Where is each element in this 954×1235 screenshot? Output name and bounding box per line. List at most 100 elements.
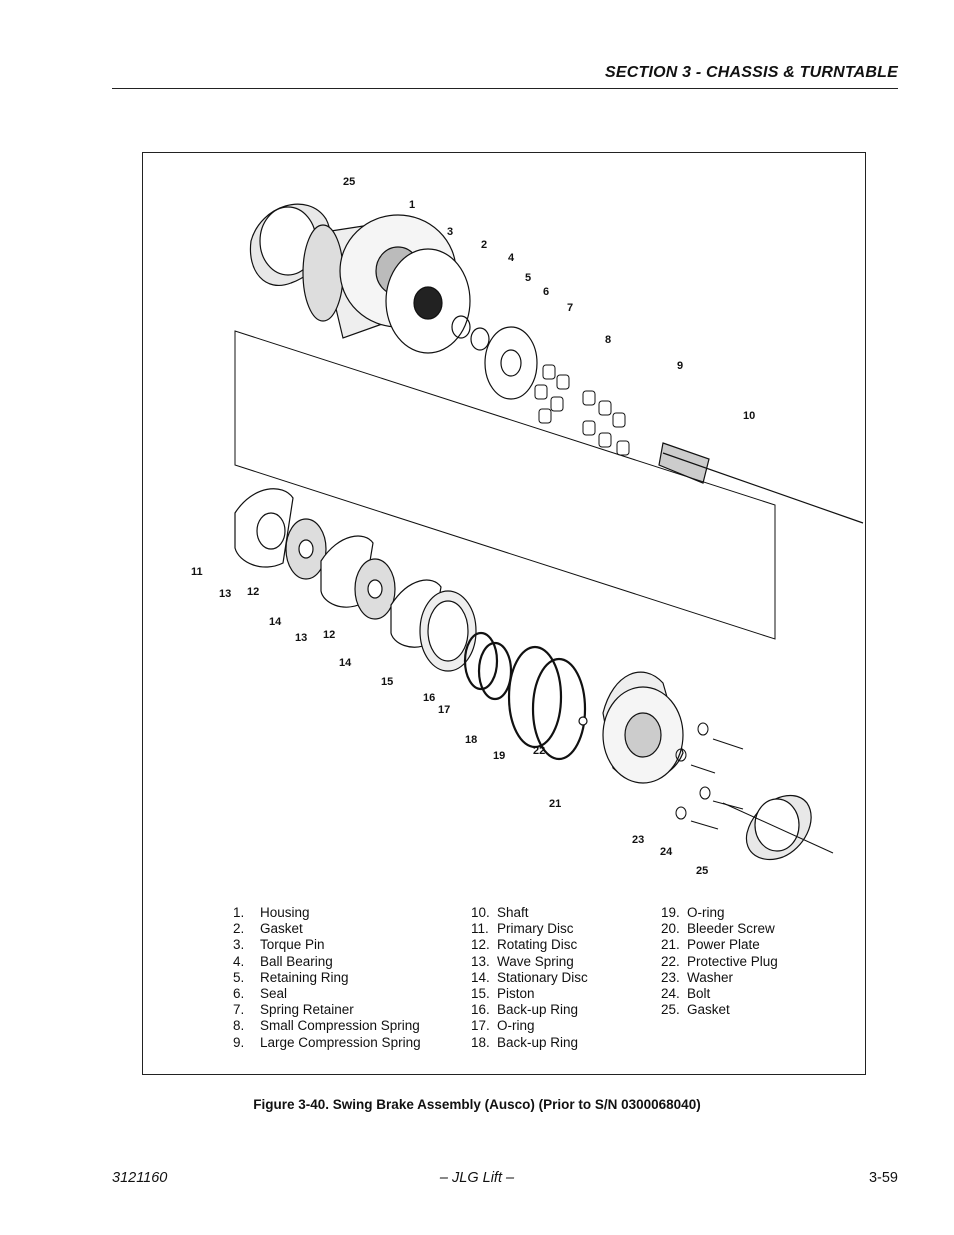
legend-label: Seal — [260, 986, 288, 1002]
legend-number: 18. — [471, 1034, 490, 1050]
callout-1: 1 — [409, 199, 415, 211]
legend-label: Stationary Disc — [497, 969, 588, 985]
legend-item: 12.Rotating Disc — [471, 937, 588, 953]
legend-label: Shaft — [497, 905, 529, 920]
legend-number: 2. — [233, 921, 245, 937]
callout-13a: 13 — [219, 588, 231, 600]
retaining-ring-5 — [451, 315, 471, 339]
plate-2 — [385, 248, 471, 354]
legend-label: Wave Spring — [497, 953, 574, 969]
legend-item: 6. Seal — [233, 986, 421, 1002]
legend-number: 10. — [471, 905, 490, 920]
legend-item: 11. Primary Disc — [471, 921, 588, 937]
legend-number: 16. — [471, 1002, 490, 1018]
callout-2: 2 — [481, 239, 487, 251]
legend-number: 3. — [233, 937, 245, 953]
legend-label: O-ring — [497, 1018, 535, 1034]
legend-item: 13. Wave Spring — [471, 954, 588, 970]
footer-page-number: 3-59 — [868, 1170, 898, 1186]
legend-number: 13. — [471, 953, 490, 969]
gasket-bottom — [722, 794, 834, 861]
legend-number: 6. — [233, 986, 245, 1002]
section-header: SECTION 3 - CHASSIS & TURNTABLE — [604, 64, 898, 81]
legend-number: 24. — [661, 986, 680, 1002]
legend-item: 4.Ball Bearing — [233, 954, 421, 970]
callout-16: 16 — [423, 692, 435, 704]
legend-number: 19. — [661, 905, 680, 920]
legend-label: Ball Bearing — [260, 953, 333, 969]
legend-item: 15.Piston — [471, 986, 588, 1002]
legend-label: Small Compression Spring — [260, 1018, 420, 1034]
callout-4: 4 — [508, 252, 515, 264]
figure-caption: Figure 3-40. Swing Brake Assembly (Ausco… — [253, 1097, 701, 1112]
callout-9: 9 — [677, 360, 683, 372]
callout-8: 8 — [605, 334, 611, 346]
legend-item: 14.Stationary Disc — [471, 970, 588, 986]
callout-25-top: 25 — [343, 176, 355, 188]
legend-label: Torque Pin — [260, 937, 325, 953]
callout-6: 6 — [543, 286, 549, 298]
legend-number: 17. — [471, 1018, 490, 1034]
legend-item: 17. O-ring — [471, 1018, 588, 1034]
legend-item: 5.Retaining Ring — [233, 970, 421, 986]
callout-12b: 12 — [323, 629, 335, 641]
piston-15 — [419, 590, 477, 672]
legend-item: 8. Small Compression Spring — [233, 1018, 421, 1034]
assembly-outline — [234, 330, 776, 640]
legend-label: Retaining Ring — [260, 969, 349, 985]
exploded-diagram: 25 1 3 2 4 5 6 7 8 9 10 11 13 12 14 13 1… — [191, 176, 864, 877]
protective-plug-22 — [578, 716, 588, 726]
callout-15: 15 — [381, 676, 393, 688]
legend-item: 16. Back-up Ring — [471, 1002, 588, 1018]
callout-12a: 12 — [247, 586, 259, 598]
legend-label: Back-up Ring — [497, 1002, 579, 1018]
legend-number: 22. — [661, 953, 680, 969]
figure-frame: 25 1 3 2 4 5 6 7 8 9 10 11 13 12 14 13 1… — [142, 152, 866, 1075]
legend-item: 23.Washer — [661, 970, 778, 986]
legend-item: 2. Gasket — [233, 921, 421, 937]
legend-item: 1.Housing — [233, 905, 421, 921]
seal-6 — [470, 327, 490, 351]
legend-label: Back-up Ring — [497, 1034, 579, 1050]
power-plate-21 — [602, 671, 684, 784]
springs — [534, 364, 630, 456]
legend-item: 3. Torque Pin — [233, 937, 421, 953]
legend-number: 8. — [233, 1018, 245, 1034]
legend-label: Gasket — [687, 1002, 730, 1018]
legend-number: 15. — [471, 986, 490, 1002]
callout-17: 17 — [438, 704, 450, 716]
legend-label: Bleeder Screw — [687, 921, 775, 937]
legend-label: Large Compression Spring — [260, 1034, 421, 1050]
legend-number: 21. — [661, 937, 680, 953]
bolts — [675, 722, 744, 830]
discs — [234, 488, 442, 648]
legend-number: 9. — [233, 1034, 245, 1050]
legend-label: Power Plate — [687, 937, 760, 953]
callout-25-bottom: 25 — [696, 865, 708, 877]
legend-number: 12. — [471, 937, 490, 953]
spring-retainer-7 — [484, 326, 538, 400]
legend-item: 7.Spring Retainer — [233, 1002, 421, 1018]
legend-item: 22.Protective Plug — [661, 954, 778, 970]
legend-label: Primary Disc — [497, 921, 574, 937]
callout-13b: 13 — [295, 632, 307, 644]
footer-center: – JLG Lift – — [439, 1170, 515, 1186]
gasket-top — [249, 203, 331, 286]
callout-18: 18 — [465, 734, 477, 746]
callout-10: 10 — [743, 410, 755, 422]
legend-label: Gasket — [260, 921, 303, 937]
footer-doc-number: 3121160 — [112, 1170, 168, 1186]
callout-labels: 25 1 3 2 4 5 6 7 8 9 10 11 13 12 14 13 1… — [191, 176, 755, 877]
legend-label: Washer — [687, 969, 734, 985]
legend-number: 7. — [233, 1002, 245, 1018]
header-rule — [112, 88, 898, 89]
legend-number: 11. — [471, 921, 489, 937]
legend-item: 10. Shaft — [471, 905, 588, 921]
legend-label: Bolt — [687, 986, 711, 1002]
callout-5: 5 — [525, 272, 531, 284]
legend-item: 9. Large Compression Spring — [233, 1035, 421, 1051]
callout-11: 11 — [191, 566, 203, 578]
legend-item: 20.Bleeder Screw — [661, 921, 778, 937]
